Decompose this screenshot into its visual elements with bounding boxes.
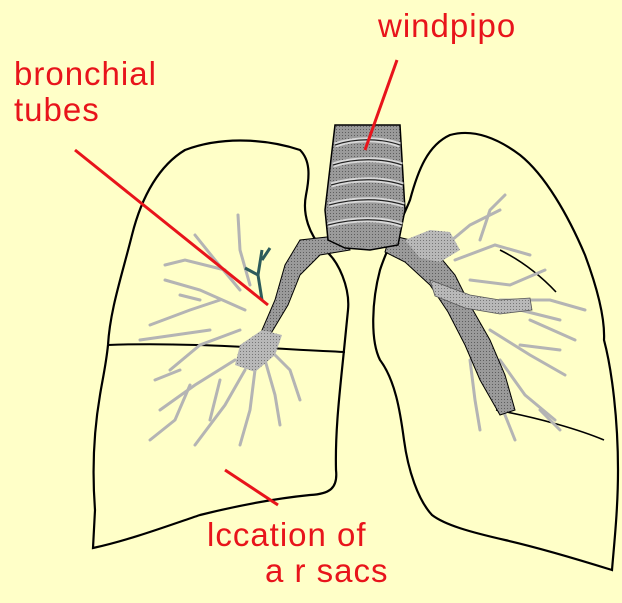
bronchial-label-line1: bronchial [14,56,157,92]
windpipe-label: windpipo [378,8,516,44]
air-sacs-label: lccation of a r sacs [207,517,389,589]
windpipe-trachea [325,125,405,250]
left-bronchioles [140,215,300,445]
right-lung-outline [373,133,618,570]
bronchial-tubes-label: bronchial tubes [14,56,157,128]
air-sacs-label-line2: a r sacs [207,553,389,589]
airsac-pointer [225,470,278,505]
left-lung-fissure [108,344,345,352]
left-dark-branch [245,248,270,300]
bronchial-label-line2: tubes [14,92,157,128]
air-sacs-label-line1: lccation of [207,517,389,553]
